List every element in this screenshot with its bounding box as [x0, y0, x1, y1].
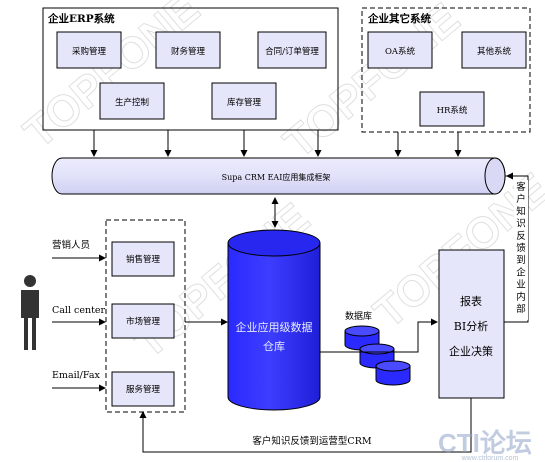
erp-group-border: [42, 7, 339, 131]
erp-module-production: 生产控制: [115, 97, 149, 108]
erp-module-box: [257, 31, 327, 69]
cti-forum-url: www.ctiforum.com: [461, 455, 519, 462]
warehouse-label-line2: 仓库: [263, 339, 285, 353]
feedback-to-operational-crm: 客户知识反馈到运营型CRM: [139, 398, 472, 453]
customer-channels: 营销人员 Call center Email/Fax: [21, 239, 106, 392]
channel-email-fax: Email/Fax: [52, 370, 100, 381]
other-module-box: [461, 31, 527, 69]
channel-sales-staff: 营销人员: [52, 239, 90, 251]
other-module-others: 其他系统: [477, 46, 512, 57]
erp-module-box: [56, 31, 122, 69]
erp-module-box: [99, 82, 165, 120]
database-icon: [344, 325, 380, 351]
erp-module-inventory: 库存管理: [227, 97, 262, 108]
erp-module-box: [155, 31, 221, 69]
feedback-text-bg: [514, 180, 528, 320]
warehouse-to-bi-arrow: [320, 318, 438, 353]
crm-module-sales: 销售管理: [126, 254, 161, 265]
person-icon: [21, 275, 39, 350]
eai-framework-pipe: Supa CRM EAI应用集成框架: [51, 157, 506, 195]
other-module-box: [367, 31, 433, 69]
erp-group: 企业ERP系统 采购管理 财务管理 合同/订单管理 生产控制 库存管理: [42, 7, 339, 131]
other-module-oa: OA系统: [385, 46, 416, 57]
crm-module-box: [111, 241, 175, 277]
erp-module-purchasing: 采购管理: [72, 46, 107, 57]
crm-module-box: [111, 303, 175, 339]
other-systems-title: 企业其它系统: [367, 12, 431, 25]
bi-decision-box: 报表 BI分析 企业决策: [438, 249, 505, 399]
database-icon: [375, 360, 411, 386]
crm-module-marketing: 市场管理: [126, 316, 161, 327]
crm-module-box: [111, 371, 175, 407]
database-stack: 数据库: [344, 310, 411, 386]
group-to-eai-arrows: [90, 130, 462, 157]
other-systems-group: 企业其它系统 OA系统 其他系统 HR系统: [361, 7, 531, 133]
other-module-box: [419, 91, 485, 127]
feedback-to-enterprise: 客户知识反馈到企业内部: [504, 172, 529, 323]
cti-forum-logo-text: CTI论坛: [438, 428, 532, 458]
operational-crm-group: 销售管理 市场管理 服务管理: [105, 219, 186, 413]
feedback-to-operational-crm-label: 客户知识反馈到运营型CRM: [252, 435, 371, 447]
crm-module-service: 服务管理: [126, 384, 161, 395]
feedback-to-enterprise-label: 客户知识反馈到企业内部: [516, 181, 526, 315]
cti-forum-watermark: CTI论坛 www.ctiforum.com: [438, 428, 532, 462]
erp-module-contract-order: 合同/订单管理: [265, 46, 319, 57]
database-label: 数据库: [345, 310, 372, 322]
svg-text:TOPFONE: TOPFONE: [275, 0, 469, 168]
data-warehouse-cylinder: 企业应用级数据 仓库: [227, 229, 321, 411]
other-systems-border: [361, 7, 531, 133]
eai-framework-label: Supa CRM EAI应用集成框架: [222, 172, 331, 182]
erp-module-box: [211, 82, 277, 120]
erp-module-finance: 财务管理: [171, 46, 206, 57]
bi-label-analysis: BI分析: [454, 319, 488, 333]
erp-group-title: 企业ERP系统: [47, 12, 115, 25]
warehouse-label-line1: 企业应用级数据: [236, 320, 313, 334]
other-module-hr: HR系统: [437, 105, 468, 116]
channel-call-center: Call center: [52, 305, 106, 316]
bi-label-report: 报表: [460, 294, 482, 308]
bi-label-decision: 企业决策: [449, 344, 493, 358]
